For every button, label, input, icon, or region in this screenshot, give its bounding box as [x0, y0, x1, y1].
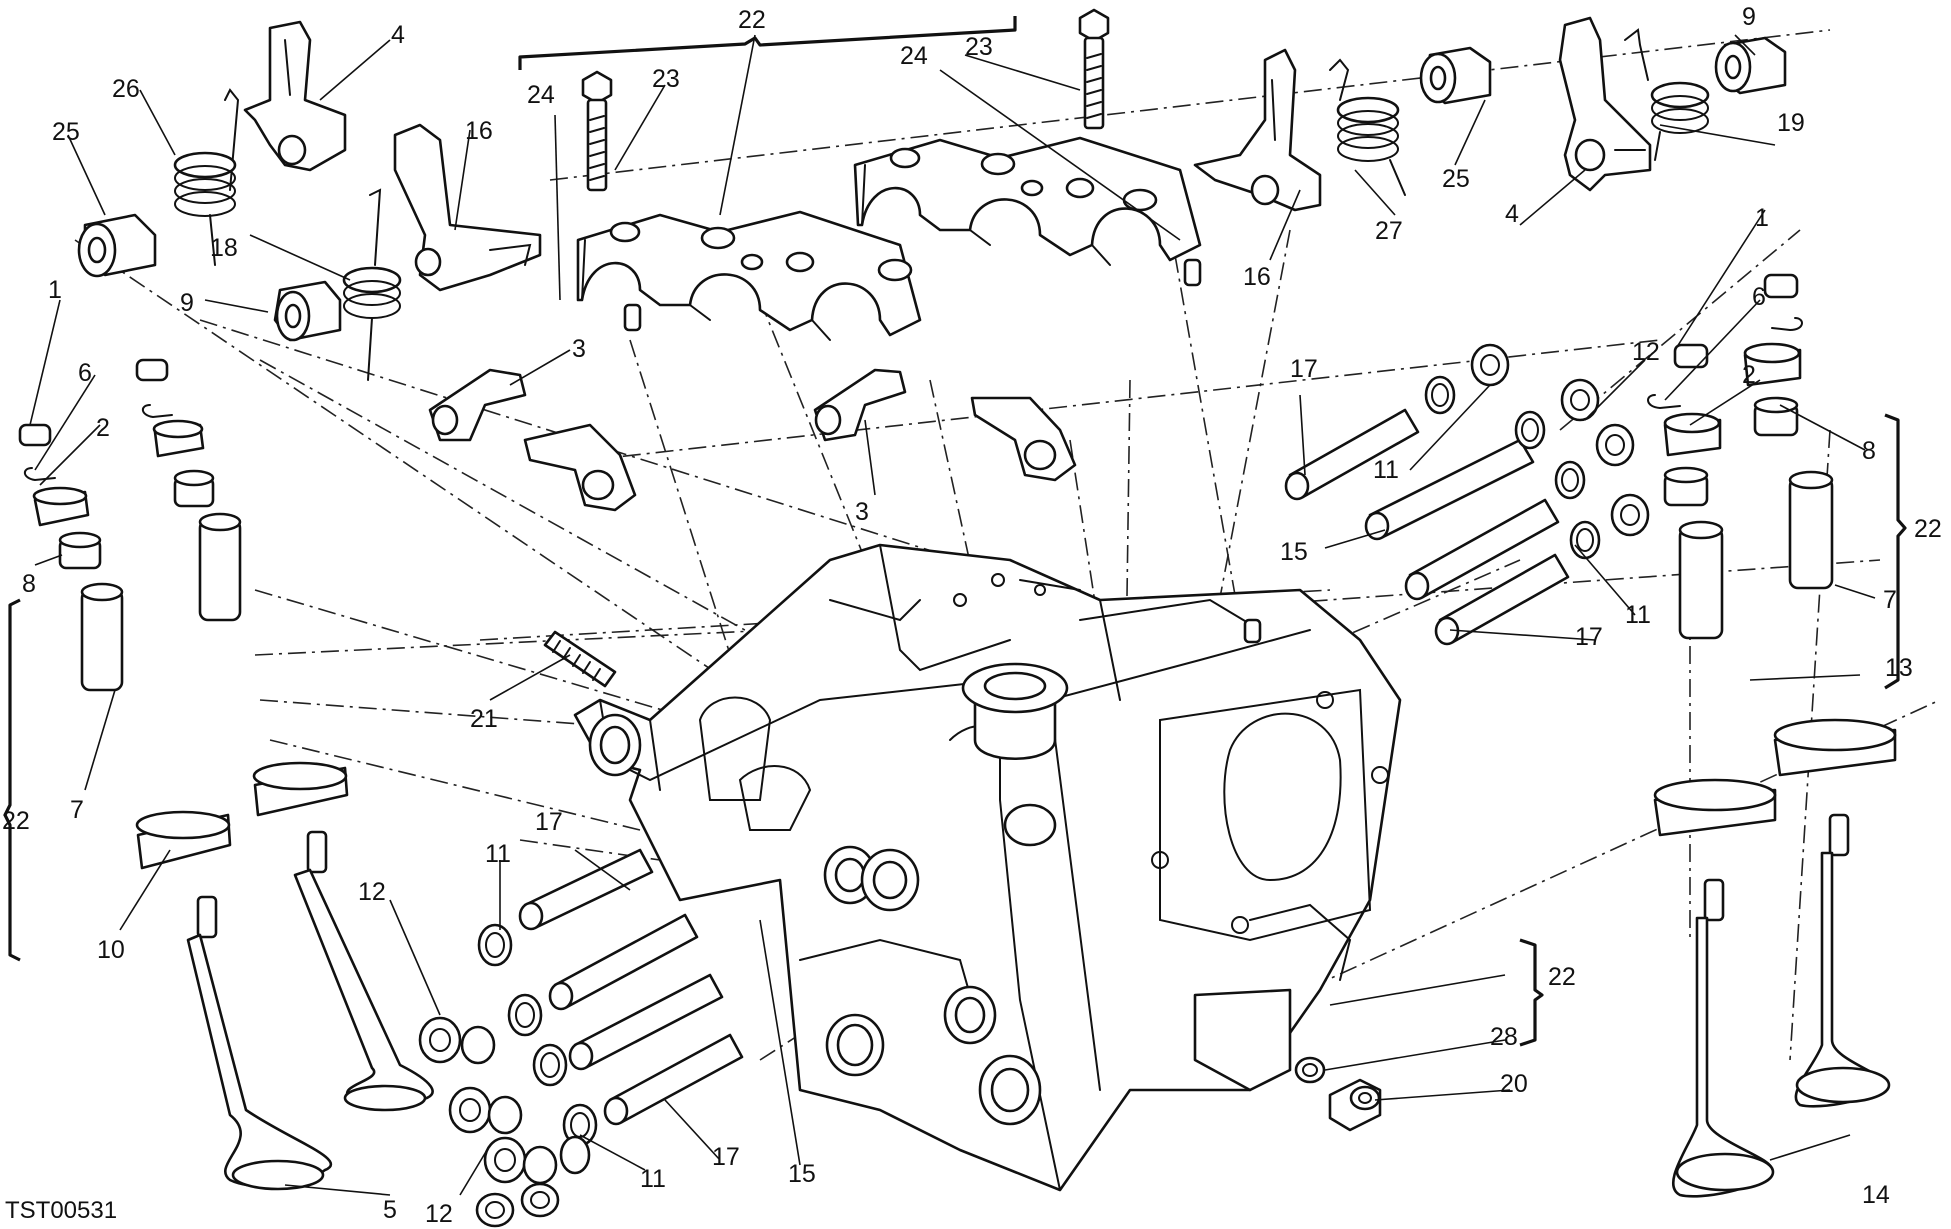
washers-right: [1424, 375, 1601, 560]
valve-stack-left: [18, 358, 434, 1191]
cam-cap-right: [853, 136, 1202, 266]
dowel-pins: [623, 258, 1262, 644]
rocker-lever-16-left: [393, 123, 542, 292]
callout-3: 3: [855, 498, 869, 526]
stud: [543, 630, 617, 688]
callout-18: 18: [210, 234, 238, 262]
callout-24: 24: [900, 42, 928, 70]
plugs-right: [1470, 343, 1650, 537]
callout-11: 11: [1373, 456, 1399, 484]
plugs-left: [418, 1016, 591, 1228]
callout-labels: 4 26 25 16 18 9 1 6 2 8 7 22 10 5 12 12 …: [2, 3, 1942, 1228]
callout-16: 16: [465, 117, 493, 145]
rocker-lever-4-left: [243, 20, 347, 172]
bushing-25-left: [77, 213, 157, 278]
cam-cap-left: [576, 210, 922, 341]
callout-15: 15: [1280, 538, 1308, 566]
screw-20: [1294, 1056, 1382, 1132]
callout-5: 5: [383, 1196, 397, 1224]
bushing-9-right: [1714, 36, 1787, 95]
callout-23: 23: [652, 65, 680, 93]
callout-11: 11: [1625, 601, 1651, 629]
callout-17: 17: [1575, 623, 1603, 651]
callout-12: 12: [425, 1200, 453, 1228]
callout-15: 15: [788, 1160, 816, 1188]
washers-left: [477, 923, 598, 1147]
callout-26: 26: [112, 75, 140, 103]
brackets-22: [3, 16, 1907, 1047]
callout-8: 8: [1862, 437, 1876, 465]
callout-7: 7: [1883, 586, 1897, 614]
callout-22: 22: [2, 807, 30, 835]
callout-28: 28: [1490, 1023, 1518, 1051]
spark-tubes-left: [518, 848, 744, 1126]
callout-25: 25: [52, 118, 80, 146]
callout-9: 9: [1742, 3, 1756, 31]
spring-18: [342, 188, 402, 381]
callout-27: 27: [1375, 217, 1403, 245]
callout-11: 11: [485, 840, 511, 868]
callout-17: 17: [712, 1143, 740, 1171]
spring-26: [173, 88, 240, 266]
callout-9: 9: [180, 289, 194, 317]
spring-19: [1624, 28, 1710, 161]
rocker-lever-4-right: [1558, 16, 1652, 192]
callout-19: 19: [1777, 109, 1805, 137]
callout-8: 8: [22, 570, 36, 598]
rocker-arms: [428, 368, 1077, 512]
callout-22: 22: [1548, 963, 1576, 991]
cylinder-head: [573, 543, 1402, 1192]
leader-lines: [29, 34, 1876, 1196]
callout-12: 12: [1632, 338, 1660, 366]
callout-11: 11: [640, 1165, 666, 1193]
callout-22: 22: [738, 6, 766, 34]
cam-cap-bolt-left: [581, 70, 613, 192]
spring-27: [1329, 58, 1406, 196]
callout-24: 24: [527, 81, 555, 109]
callout-23: 23: [965, 33, 993, 61]
callout-7: 7: [70, 796, 84, 824]
callout-21: 21: [470, 705, 498, 733]
callout-14: 14: [1862, 1181, 1890, 1209]
valve-stack-right: [1647, 273, 1897, 1198]
cam-cap-bolt-right: [1078, 8, 1110, 130]
callout-13: 13: [1885, 654, 1913, 682]
callout-6: 6: [1752, 283, 1766, 311]
callout-1: 1: [48, 276, 62, 304]
callout-4: 4: [391, 21, 405, 49]
bushing-25-right: [1419, 46, 1492, 105]
callout-4: 4: [1505, 200, 1519, 228]
callout-1: 1: [1755, 204, 1769, 232]
callout-22: 22: [1914, 515, 1942, 543]
callout-6: 6: [78, 359, 92, 387]
callout-3: 3: [572, 335, 586, 363]
figure-code: TST00531: [5, 1197, 117, 1224]
rocker-lever-16-right: [1193, 48, 1322, 212]
bushing-9-left: [273, 280, 342, 342]
callout-17: 17: [1290, 355, 1318, 383]
spark-tubes-right: [1284, 408, 1570, 646]
callout-2: 2: [1742, 361, 1756, 389]
callout-10: 10: [97, 936, 125, 964]
callout-20: 20: [1500, 1070, 1528, 1098]
callout-12: 12: [358, 878, 386, 906]
callout-16: 16: [1243, 263, 1271, 291]
callout-17: 17: [535, 808, 563, 836]
callout-2: 2: [96, 414, 110, 442]
callout-25: 25: [1442, 165, 1470, 193]
